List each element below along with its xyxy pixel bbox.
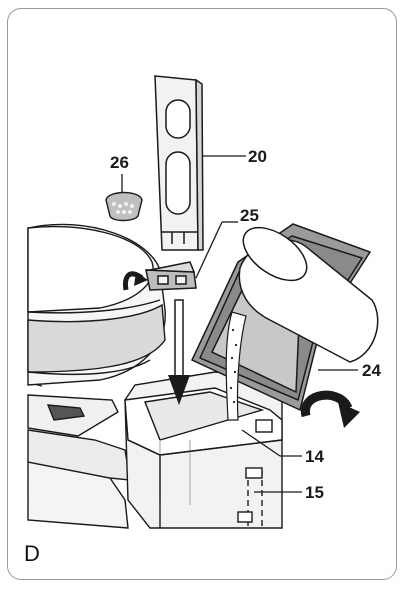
water-stream — [225, 311, 247, 421]
filter-cartridge — [105, 191, 143, 222]
appliance-body — [27, 375, 131, 529]
callout-24: 24 — [362, 361, 381, 380]
insert-arrow — [168, 299, 190, 405]
rotate-arrow-right — [301, 390, 360, 428]
filter-tube — [237, 419, 273, 528]
figure-frame — [7, 8, 397, 580]
rotate-arrow-left — [123, 271, 148, 291]
filter-holder — [154, 75, 204, 251]
callout-26: 26 — [110, 153, 129, 172]
callout-20: 20 — [248, 147, 267, 166]
round-lid — [27, 223, 166, 386]
water-tank — [124, 371, 283, 529]
leader-lines — [121, 155, 358, 493]
callout-15: 15 — [305, 483, 324, 502]
panel-letter: D — [24, 541, 40, 566]
cartridge-holder — [145, 261, 197, 291]
water-jug — [230, 226, 379, 363]
callout-25: 25 — [240, 206, 259, 225]
callout-14: 14 — [305, 447, 324, 466]
